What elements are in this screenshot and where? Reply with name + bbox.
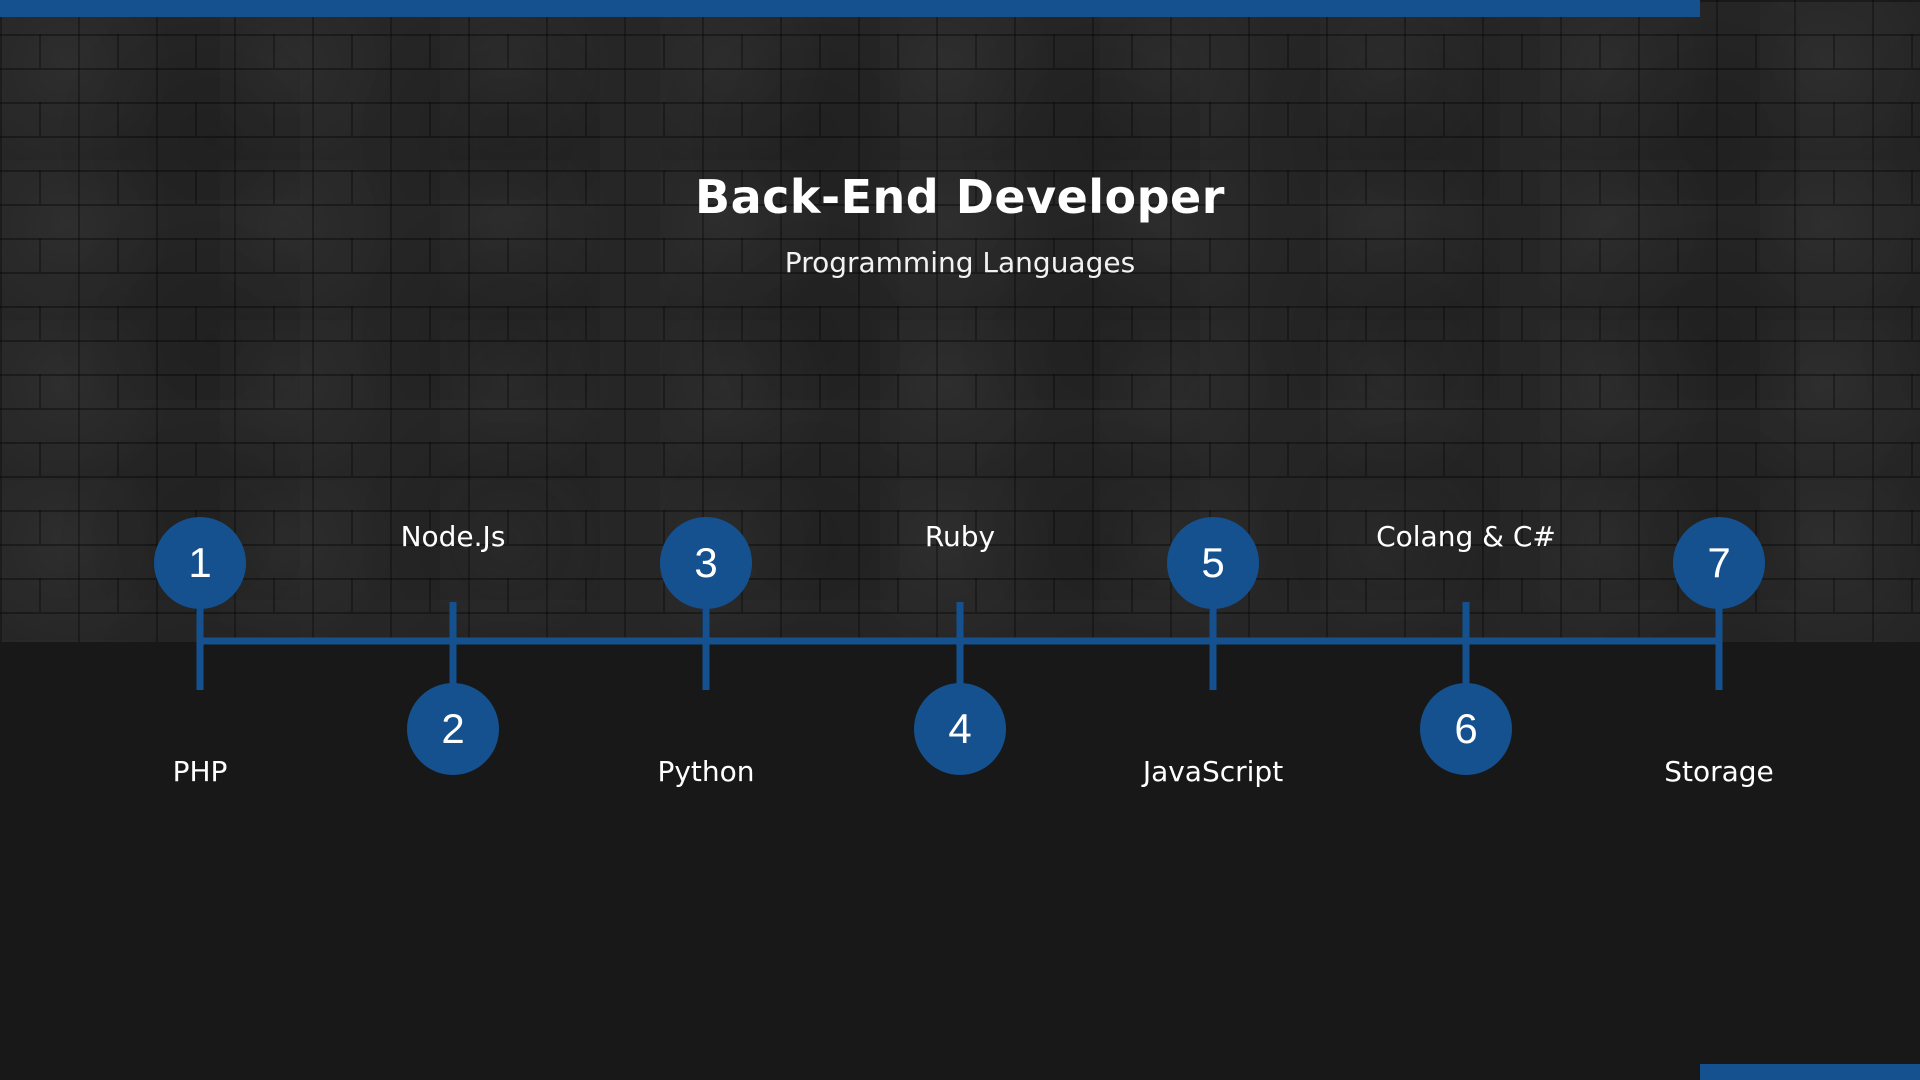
step-number-circle: 2 — [407, 683, 499, 775]
step-number-circle: 3 — [660, 517, 752, 609]
step-number-circle: 6 — [1420, 683, 1512, 775]
step-number-circle: 7 — [1673, 517, 1765, 609]
page-title: Back-End Developer — [695, 170, 1225, 224]
step-label: JavaScript — [1142, 755, 1284, 788]
step-label: PHP — [172, 755, 228, 788]
step-number-circle: 4 — [914, 683, 1006, 775]
step-label: Ruby — [924, 520, 996, 553]
step-label: Node.Js — [400, 520, 506, 553]
step-label: Storage — [1664, 755, 1774, 788]
step-label: Python — [657, 755, 755, 788]
brick-wall-background — [0, 0, 1920, 642]
page-subtitle: Programming Languages — [784, 246, 1136, 279]
bottom-corner-accent-bar — [1700, 1064, 1920, 1080]
step-label: Colang & C# — [1376, 520, 1556, 553]
step-number-circle: 5 — [1167, 517, 1259, 609]
top-accent-bar — [0, 0, 1700, 17]
step-number-circle: 1 — [154, 517, 246, 609]
